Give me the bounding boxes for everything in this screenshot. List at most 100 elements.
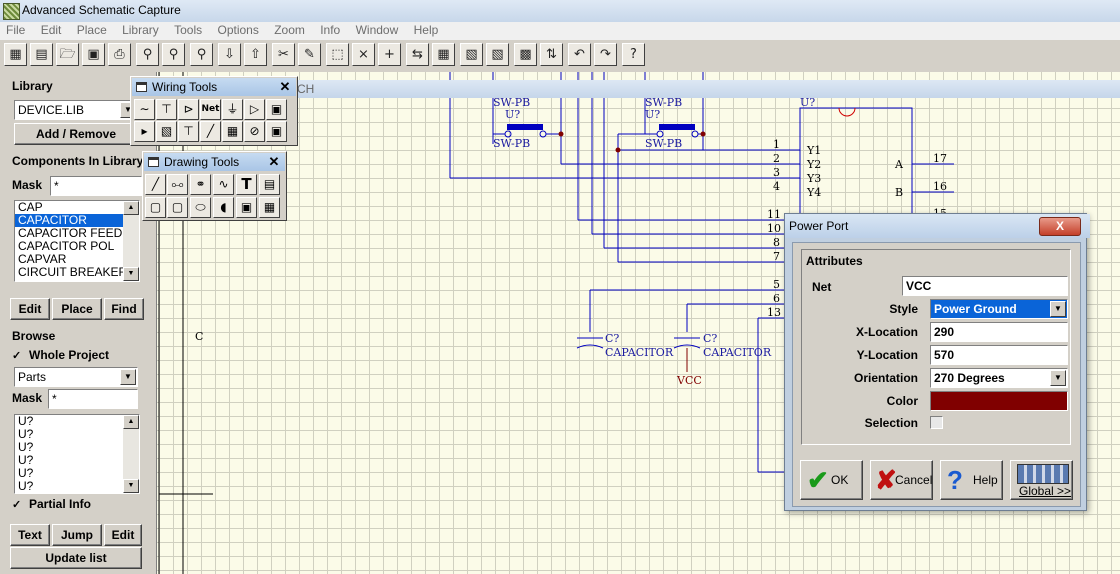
partial-info-checkbox[interactable]: ✓Partial Info bbox=[12, 497, 92, 511]
close-icon[interactable]: X bbox=[1039, 217, 1081, 236]
vcc-power-port[interactable]: VCC bbox=[677, 374, 702, 387]
part-tool-icon[interactable]: ▧ bbox=[156, 121, 177, 142]
help-icon[interactable]: ? bbox=[622, 43, 645, 66]
switch-value[interactable]: SW-PB bbox=[645, 137, 683, 150]
chevron-down-icon[interactable]: ▼ bbox=[1050, 370, 1066, 386]
wire-tool-icon[interactable]: ∼ bbox=[134, 99, 155, 120]
browse-type-select[interactable]: Parts ▼ bbox=[14, 367, 138, 387]
drawing-tools-palette[interactable]: Drawing Tools ✕ ╱ ⧟ ⚭ ∿ T ▤ ▢ ▢ ⬭ ◖ ▣ ▦ bbox=[142, 151, 287, 221]
cancel-button[interactable]: ✘ Cancel bbox=[870, 460, 933, 500]
update-list-button[interactable]: Update list bbox=[10, 547, 142, 569]
arc-icon[interactable]: ⚭ bbox=[190, 174, 211, 195]
list-item[interactable]: CAPVAR bbox=[18, 252, 67, 266]
junction-icon[interactable]: ⊤ bbox=[178, 121, 199, 142]
close-icon[interactable]: ✕ bbox=[268, 154, 280, 169]
library-icon[interactable]: ▧ bbox=[486, 43, 509, 66]
netlist-icon[interactable]: ▦ bbox=[4, 43, 27, 66]
menu-tools[interactable]: Tools bbox=[174, 23, 203, 37]
zoom-in-icon[interactable]: ⚲ bbox=[136, 43, 159, 66]
power-port-dialog[interactable]: Power Port X Attributes Net VCC Style Po… bbox=[784, 213, 1090, 511]
list-item[interactable]: U? bbox=[18, 427, 34, 441]
whole-project-checkbox[interactable]: ✓Whole Project bbox=[12, 348, 110, 362]
close-icon[interactable]: ✕ bbox=[279, 79, 291, 94]
wire-icon[interactable]: ⇆ bbox=[406, 43, 429, 66]
components-scrollbar[interactable]: ▲ ▼ bbox=[123, 201, 139, 281]
scroll-up-icon[interactable]: ▲ bbox=[123, 201, 139, 215]
rectangle-icon[interactable]: ▢ bbox=[145, 197, 166, 218]
drawing-tools-titlebar[interactable]: Drawing Tools ✕ bbox=[144, 153, 285, 171]
bus-icon[interactable]: ⊳ bbox=[178, 99, 199, 120]
swap-icon[interactable]: ⇅ bbox=[540, 43, 563, 66]
undo-icon[interactable]: ↶ bbox=[568, 43, 591, 66]
cut-icon[interactable]: ✂ bbox=[272, 43, 295, 66]
list-item[interactable]: CAP bbox=[18, 200, 43, 214]
chip-icon[interactable]: ▩ bbox=[514, 43, 537, 66]
text-button[interactable]: Text bbox=[10, 524, 50, 546]
scroll-up-icon[interactable]: ▲ bbox=[123, 415, 139, 429]
list-item[interactable]: U? bbox=[18, 414, 34, 428]
wiring-tools-palette[interactable]: Wiring Tools ✕ ∼ ⊤ ⊳ Net ⏚ ▷ ▣ ▸ ▧ ⊤ ╱ ▦… bbox=[130, 76, 298, 146]
wiring-tools-titlebar[interactable]: Wiring Tools ✕ bbox=[132, 78, 296, 96]
sheet-icon[interactable]: ▣ bbox=[266, 99, 287, 120]
browse-scrollbar[interactable]: ▲ ▼ bbox=[123, 415, 139, 493]
port-icon[interactable]: ▷ bbox=[244, 99, 265, 120]
graphic-icon[interactable]: ▣ bbox=[236, 197, 257, 218]
bus-entry-icon[interactable]: ⊤ bbox=[156, 99, 177, 120]
rounded-rect-icon[interactable]: ▢ bbox=[167, 197, 188, 218]
chevron-down-icon[interactable]: ▼ bbox=[120, 369, 136, 385]
help-button[interactable]: ? Help bbox=[940, 460, 1003, 500]
redo-icon[interactable]: ↷ bbox=[594, 43, 617, 66]
zoom-fit-icon[interactable]: ⚲ bbox=[190, 43, 213, 66]
menu-library[interactable]: Library bbox=[122, 23, 159, 37]
place-button[interactable]: Place bbox=[52, 298, 102, 320]
text-frame-icon[interactable]: ▤ bbox=[259, 174, 280, 195]
array-icon[interactable]: ▦ bbox=[259, 197, 280, 218]
menu-edit[interactable]: Edit bbox=[40, 23, 62, 37]
ellipse-icon[interactable]: ⬭ bbox=[190, 197, 211, 218]
capacitor-ref[interactable]: C? bbox=[605, 332, 620, 345]
printer-icon[interactable]: ⎙ bbox=[108, 43, 131, 66]
select-icon[interactable]: ⬚ bbox=[326, 43, 349, 66]
find-button[interactable]: Find bbox=[104, 298, 144, 320]
add-remove-button[interactable]: Add / Remove bbox=[14, 123, 138, 145]
list-item[interactable]: U? bbox=[18, 466, 34, 480]
style-select[interactable]: Power Ground ▼ bbox=[930, 299, 1068, 319]
no-connect-icon[interactable]: ⊘ bbox=[244, 121, 265, 142]
bezier-icon[interactable]: ∿ bbox=[213, 174, 234, 195]
capacitor-ref[interactable]: C? bbox=[703, 332, 718, 345]
color-swatch[interactable] bbox=[930, 391, 1068, 411]
cross-icon[interactable]: ⨯ bbox=[352, 43, 375, 66]
orientation-select[interactable]: 270 Degrees ▼ bbox=[930, 368, 1068, 388]
plus-icon[interactable]: + bbox=[378, 43, 401, 66]
x-location-input[interactable]: 290 bbox=[930, 322, 1068, 342]
net-input[interactable]: VCC bbox=[902, 276, 1068, 296]
menu-place[interactable]: Place bbox=[76, 23, 107, 37]
menu-options[interactable]: Options bbox=[217, 23, 259, 37]
chevron-down-icon[interactable]: ▼ bbox=[1050, 301, 1066, 317]
print-icon[interactable]: ▤ bbox=[30, 43, 53, 66]
open-icon[interactable]: 🗁 bbox=[56, 43, 79, 66]
capacitor-value[interactable]: CAPACITOR bbox=[703, 346, 772, 359]
list-item[interactable]: U? bbox=[18, 440, 34, 454]
line-tool-icon[interactable]: ╱ bbox=[200, 121, 221, 142]
global-button[interactable]: Global >> bbox=[1010, 460, 1073, 500]
menu-window[interactable]: Window bbox=[355, 23, 399, 37]
switch-ref[interactable]: U? bbox=[505, 108, 521, 121]
switch-value[interactable]: SW-PB bbox=[493, 137, 531, 150]
menu-help[interactable]: Help bbox=[413, 23, 439, 37]
pin-icon[interactable]: ▸ bbox=[134, 121, 155, 142]
line-draw-icon[interactable]: ╱ bbox=[145, 174, 166, 195]
list-item-selected[interactable]: CAPACITOR bbox=[15, 214, 139, 227]
browse-edit-button[interactable]: Edit bbox=[104, 524, 142, 546]
list-item[interactable]: U? bbox=[18, 453, 34, 467]
menu-info[interactable]: Info bbox=[320, 23, 341, 37]
menu-zoom[interactable]: Zoom bbox=[274, 23, 305, 37]
zoom-out-icon[interactable]: ⚲ bbox=[162, 43, 185, 66]
list-item[interactable]: CAPACITOR FEED bbox=[18, 226, 123, 240]
up-arrow-icon[interactable]: ⇧ bbox=[244, 43, 267, 66]
y-location-input[interactable]: 570 bbox=[930, 345, 1068, 365]
list-item[interactable]: U? bbox=[18, 479, 34, 493]
document-tab[interactable]: CH bbox=[297, 82, 315, 96]
save-icon[interactable]: ▣ bbox=[82, 43, 105, 66]
part-icon[interactable]: ▦ bbox=[432, 43, 455, 66]
